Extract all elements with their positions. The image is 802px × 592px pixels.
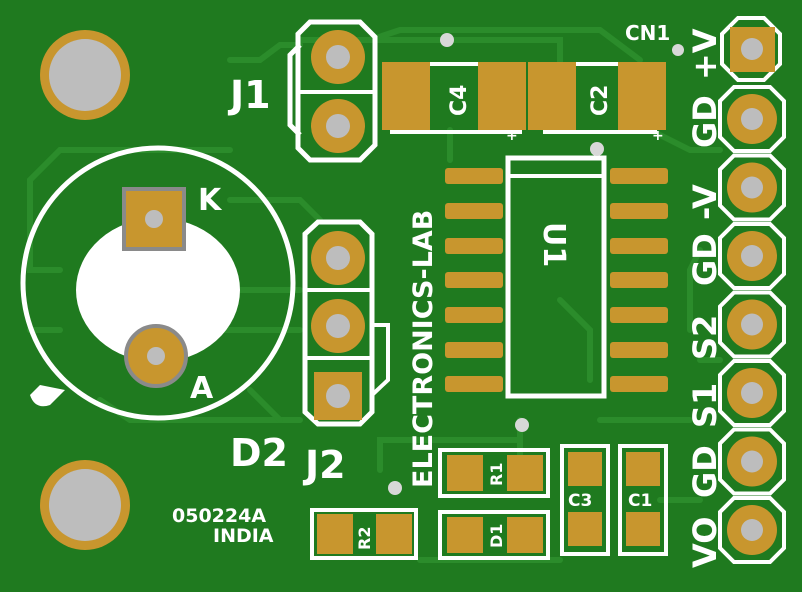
label-maker: ELECTRONICS-LAB	[408, 210, 439, 488]
pin-label-s2: S2	[686, 315, 724, 360]
label-r1: R1	[487, 463, 506, 486]
cn1-pin	[718, 222, 786, 290]
label-cn1: CN1	[625, 21, 670, 45]
cn1-pin	[718, 153, 786, 222]
cn1-pin	[718, 427, 786, 496]
c2-capacitor	[528, 62, 666, 134]
cn1-pin-group	[718, 85, 786, 564]
vias	[388, 33, 684, 495]
cn1-pin	[718, 290, 786, 359]
c3-capacitor	[560, 444, 610, 556]
label-r2: R2	[355, 527, 374, 550]
label-c3: C3	[568, 491, 592, 511]
cn1-pin	[718, 359, 786, 427]
r2-resistor	[310, 508, 418, 560]
label-j1: J1	[227, 73, 271, 117]
label-d2: D2	[230, 431, 288, 475]
label-code: 050224A	[172, 505, 266, 527]
label-k: K	[198, 183, 223, 218]
mounting-hole-top	[40, 30, 130, 120]
c4-capacitor	[382, 62, 526, 134]
label-d1: D1	[487, 524, 506, 548]
d2-led	[20, 145, 296, 421]
label-a: A	[190, 371, 214, 406]
pin-label-v-plus: +V	[686, 28, 724, 80]
pin-label-gd1: GD	[686, 95, 724, 148]
label-country: INDIA	[213, 525, 274, 547]
label-plus-c2: +	[652, 128, 664, 144]
pin-label-vo: VO	[686, 517, 724, 568]
mounting-hole-bottom	[40, 460, 130, 550]
label-c4: C4	[447, 85, 472, 116]
pin-label-gd3: GD	[686, 445, 724, 498]
j1-connector	[287, 19, 378, 163]
label-c1: C1	[628, 491, 652, 511]
label-u1: U1	[536, 222, 571, 267]
pin-label-gd2: GD	[686, 233, 724, 286]
label-j2: J2	[302, 443, 346, 487]
c1-capacitor	[618, 444, 668, 556]
pin-label-v-minus: -V	[686, 184, 724, 220]
pin-label-s1: S1	[686, 383, 724, 428]
j2-connector	[302, 219, 390, 427]
cn1-pin	[718, 85, 786, 153]
u1-chip	[445, 155, 668, 399]
r1-resistor	[438, 448, 550, 498]
cn1-header	[718, 16, 786, 564]
cn1-pin	[718, 496, 786, 564]
d1-diode	[438, 510, 550, 560]
label-plus-c4: +	[506, 128, 518, 144]
label-c2: C2	[588, 85, 613, 116]
cn1-pin-labels: +V GD -V GD S2 S1 GD VO	[686, 28, 724, 568]
